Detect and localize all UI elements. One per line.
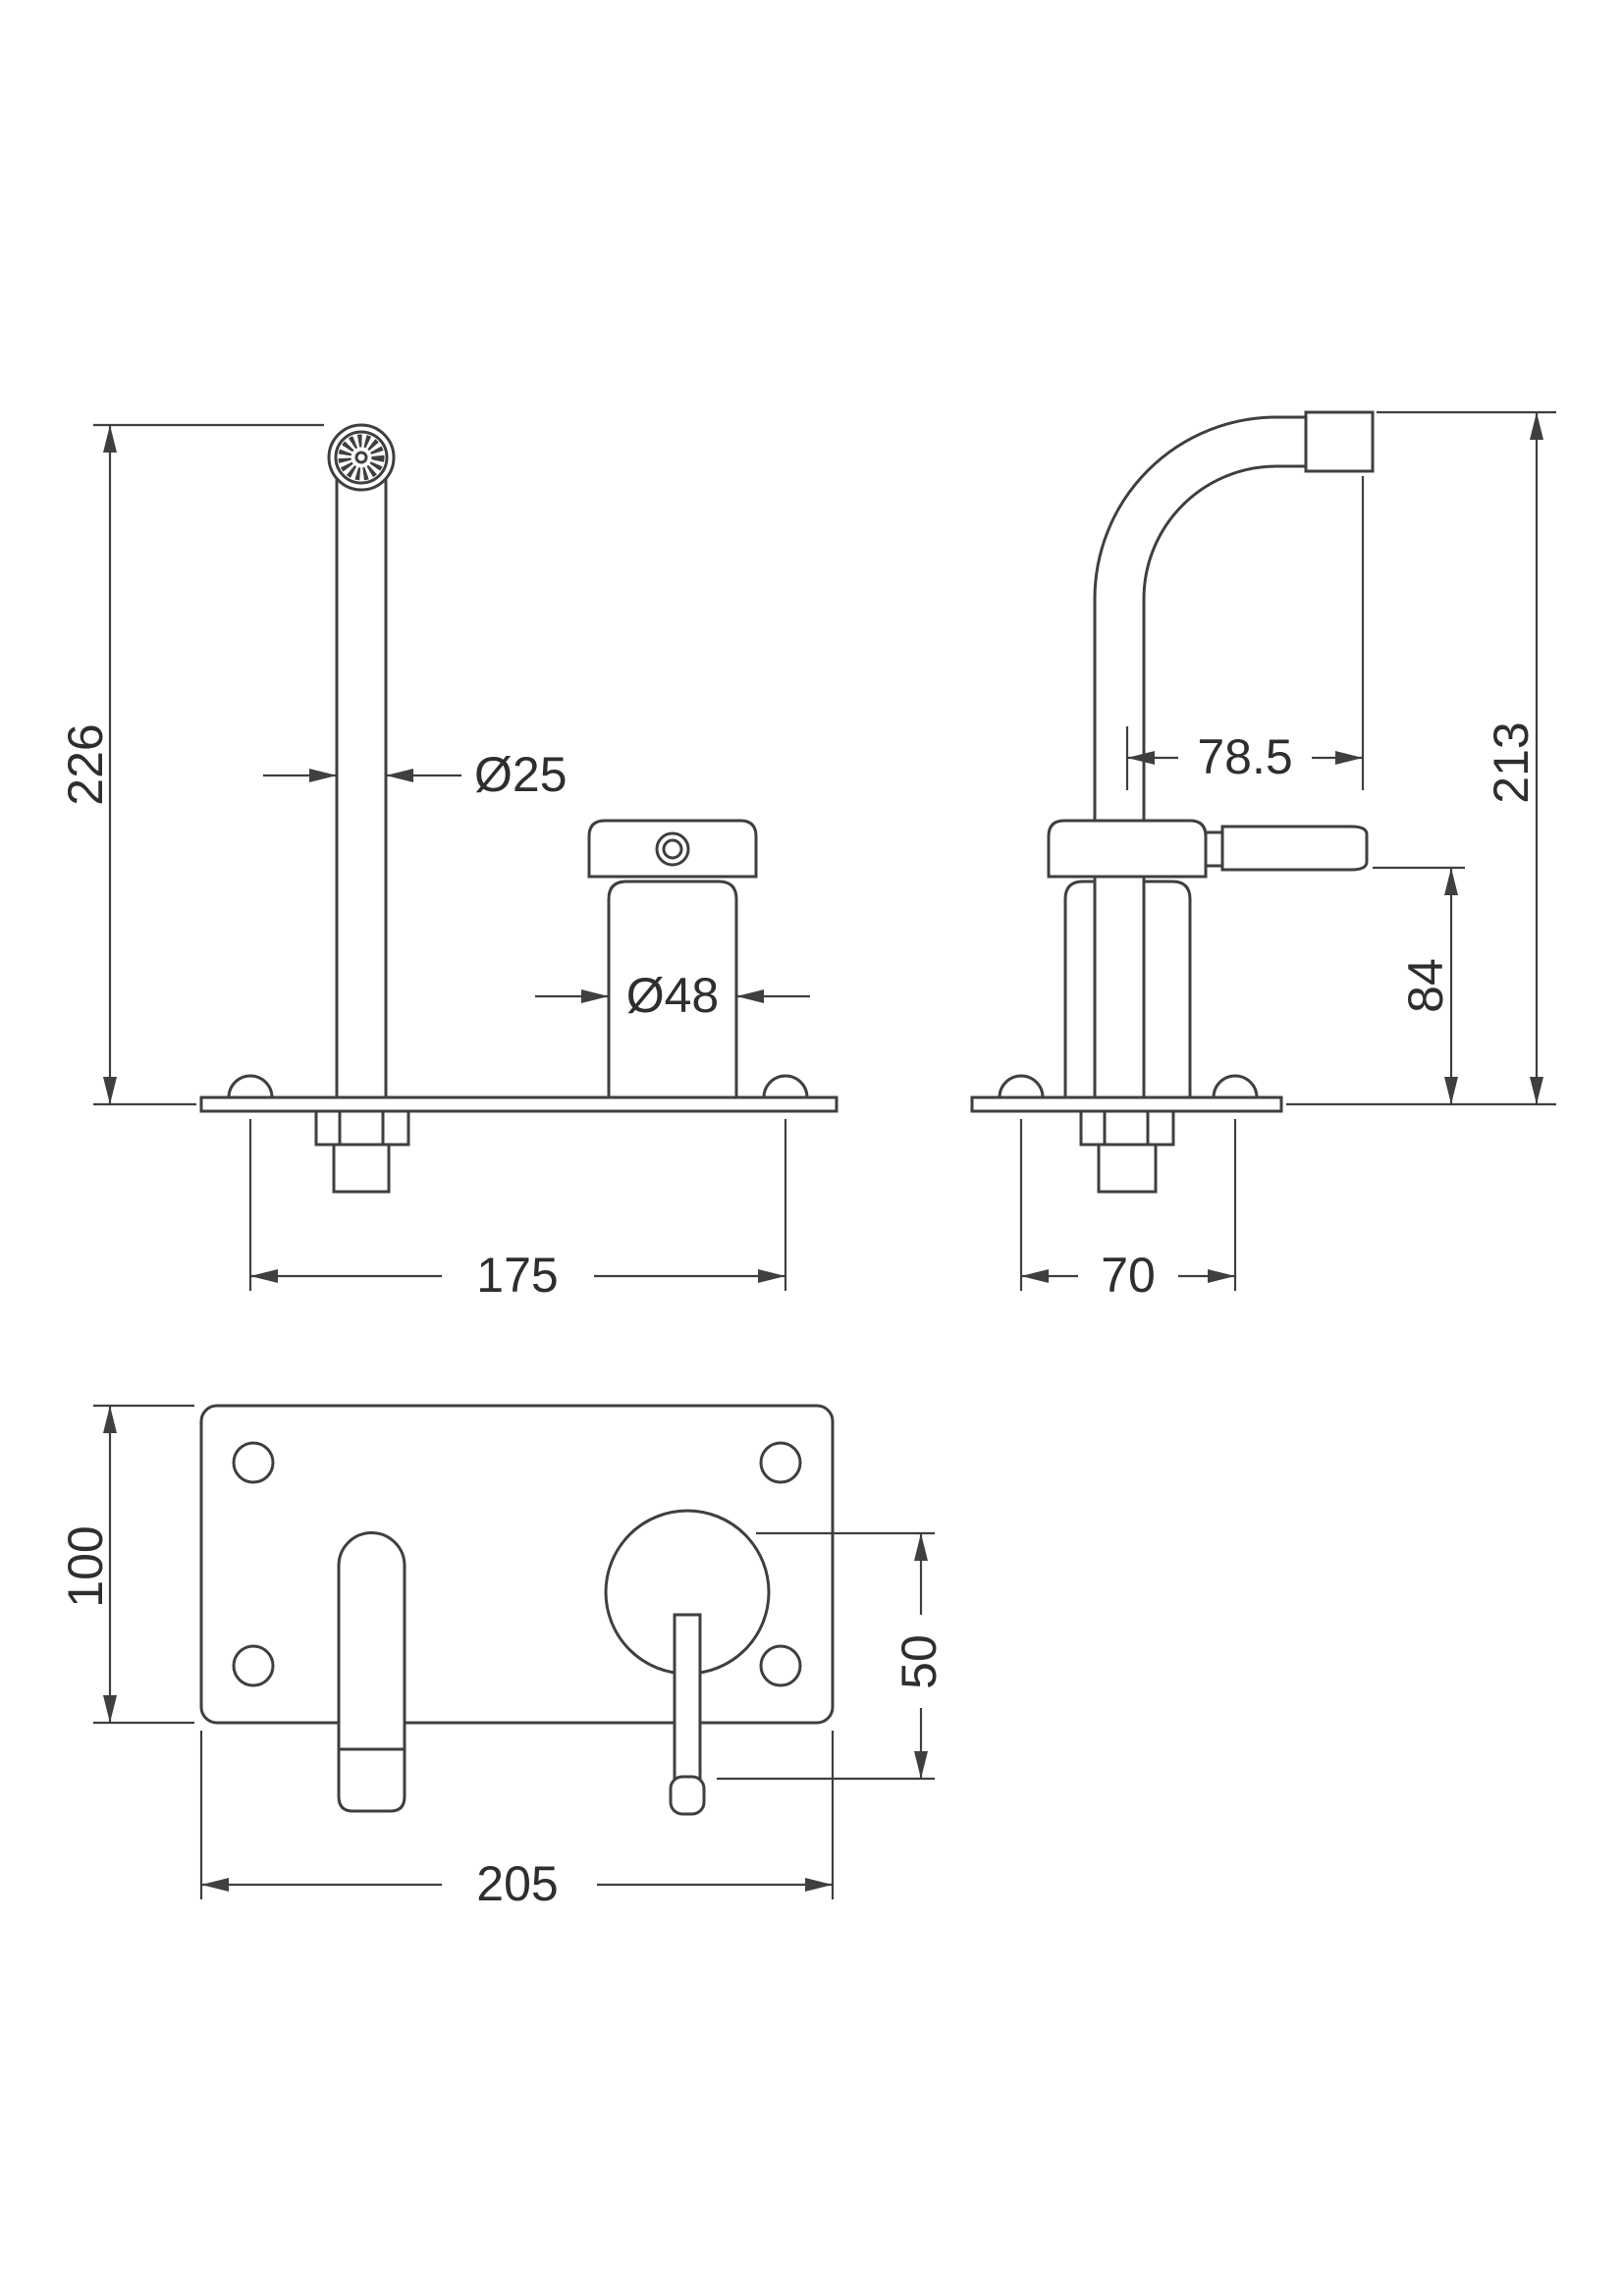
side-mounting-plate bbox=[970, 1095, 1283, 1113]
front-screw-dome-right bbox=[762, 1074, 809, 1099]
aerator-center bbox=[354, 451, 368, 464]
plan-fixing-hole bbox=[759, 1441, 802, 1484]
dim-handle-offset-label: 50 bbox=[892, 1634, 947, 1689]
dim-centre-spacing-label: 175 bbox=[476, 1248, 558, 1303]
front-tail-pipe bbox=[332, 1143, 391, 1194]
plan-lever-rod bbox=[673, 1613, 702, 1784]
front-screw-dome-left bbox=[227, 1074, 274, 1099]
plan-fixing-hole bbox=[232, 1644, 275, 1687]
aerator-icon bbox=[327, 423, 396, 492]
side-screw-dome-right bbox=[1212, 1074, 1259, 1099]
dim-base-width-label: 70 bbox=[1101, 1248, 1156, 1303]
side-spout-end-cap bbox=[1304, 410, 1375, 473]
plan-lever-tip bbox=[669, 1775, 706, 1816]
front-view: 226 Ø25 Ø48 175 bbox=[58, 423, 839, 1303]
plan-fixing-hole bbox=[232, 1441, 275, 1484]
dim-spout-diameter-label: Ø25 bbox=[474, 747, 568, 802]
side-handle-lever bbox=[1220, 825, 1369, 872]
dim-side-height-label: 213 bbox=[1484, 721, 1539, 803]
front-mounting-plate bbox=[199, 1095, 839, 1113]
aerator-inner-ring bbox=[334, 430, 389, 485]
dim-front-height-label: 226 bbox=[58, 723, 113, 805]
front-handle-end-outer bbox=[655, 831, 690, 867]
dim-spout-reach-label: 78.5 bbox=[1197, 729, 1292, 784]
dim-plate-width-label: 205 bbox=[476, 1856, 558, 1911]
front-valve-cap bbox=[587, 819, 758, 879]
plan-fixing-hole bbox=[759, 1644, 802, 1687]
side-view: 78.5 213 84 70 bbox=[970, 410, 1556, 1303]
front-valve-body bbox=[607, 880, 738, 1099]
dim-body-diameter-label: Ø48 bbox=[626, 968, 720, 1023]
aerator-spokes bbox=[338, 434, 385, 481]
side-tail-pipe bbox=[1097, 1143, 1158, 1194]
front-handle-end-inner bbox=[662, 838, 683, 860]
plan-view: 100 50 205 bbox=[58, 1404, 947, 1911]
dim-plate-depth-label: 100 bbox=[58, 1525, 113, 1607]
dim-handle-height-label: 84 bbox=[1398, 958, 1453, 1013]
side-valve-cap bbox=[1047, 819, 1208, 879]
side-screw-dome-left bbox=[998, 1074, 1045, 1099]
plan-spout bbox=[337, 1531, 406, 1813]
front-spout-tube bbox=[335, 455, 388, 1099]
front-tail-nut bbox=[314, 1109, 410, 1147]
side-handle-hub bbox=[1204, 830, 1224, 868]
side-tail-nut bbox=[1079, 1109, 1175, 1147]
